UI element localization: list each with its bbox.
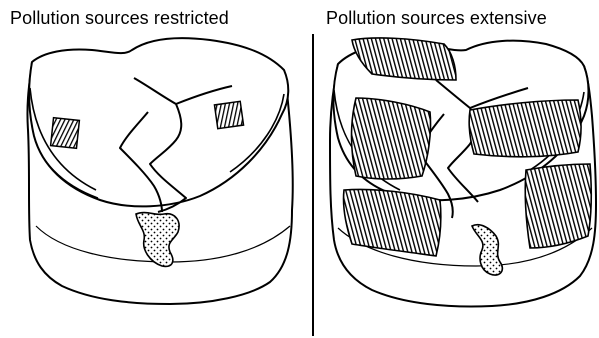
right-upper-right-lesion [469, 100, 581, 157]
right-lower-right-lesion [525, 164, 591, 248]
left-small-lesion-left [51, 118, 80, 149]
left-small-lesion-right [214, 101, 243, 128]
right-upper-left-lesion [352, 98, 431, 179]
